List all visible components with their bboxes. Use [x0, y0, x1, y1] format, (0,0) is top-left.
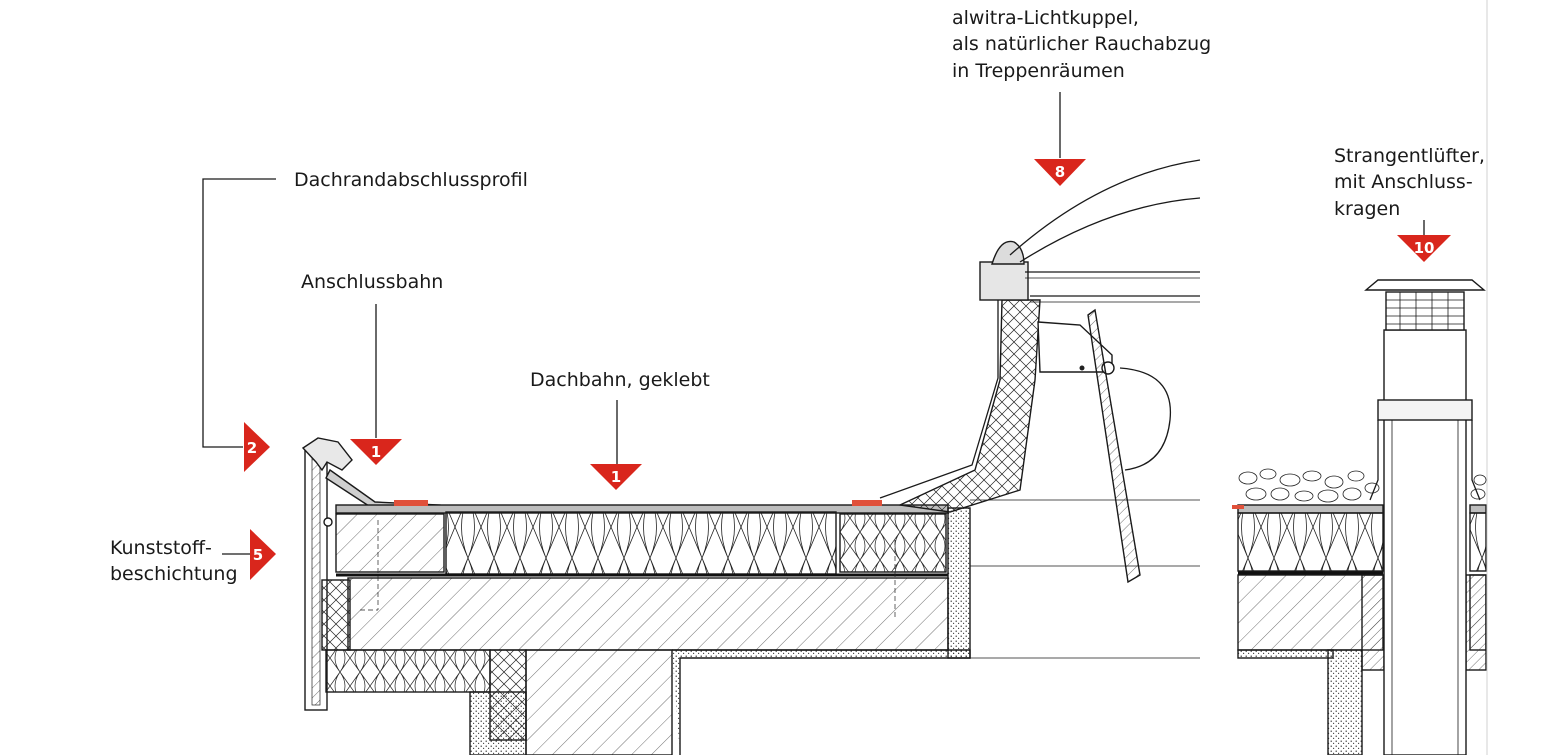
label-lichtkuppel-line2: als natürlicher Rauchabzug — [952, 33, 1211, 55]
label-kunststoff-line2: beschichtung — [110, 563, 238, 585]
leader-dachrand — [202, 178, 276, 448]
marker-dachrand: 2 — [244, 422, 270, 472]
marker-kunststoff-number: 5 — [253, 546, 263, 564]
marker-dachbahn-number: 1 — [611, 468, 621, 486]
label-anschlussbahn: Anschlussbahn — [301, 271, 443, 293]
label-dachbahn-geklebt: Dachbahn, geklebt — [530, 369, 710, 391]
marker-anschlussbahn: 1 — [350, 439, 402, 465]
roof-edge-section — [301, 437, 1200, 755]
label-strang-line2: mit Anschluss- — [1334, 171, 1473, 193]
label-dachrandabschlussprofil: Dachrandabschlussprofil — [294, 169, 528, 191]
label-lichtkuppel-line1: alwitra-Lichtkuppel, — [952, 7, 1139, 29]
membrane-seam-left — [394, 500, 428, 506]
label-lichtkuppel-line3: in Treppenräumen — [952, 60, 1125, 82]
label-strang-line3: kragen — [1334, 198, 1400, 220]
label-strang-line1: Strangentlüfter, — [1334, 145, 1485, 167]
marker-dachrand-number: 2 — [247, 439, 257, 457]
leader-lines — [202, 92, 1425, 555]
skylight-section — [879, 159, 1201, 584]
label-kunststoff-line1: Kunststoff- — [110, 537, 212, 559]
marker-dachbahn: 1 — [590, 464, 642, 490]
vent-section — [1232, 279, 1487, 755]
membrane-seam-right — [852, 500, 882, 506]
marker-lichtkuppel: 8 — [1034, 159, 1086, 186]
marker-kunststoff: 5 — [250, 529, 276, 580]
marker-strang-number: 10 — [1414, 239, 1435, 257]
marker-anschlussbahn-number: 1 — [371, 443, 381, 461]
marker-lichtkuppel-number: 8 — [1055, 163, 1065, 181]
marker-strang: 10 — [1397, 235, 1451, 262]
